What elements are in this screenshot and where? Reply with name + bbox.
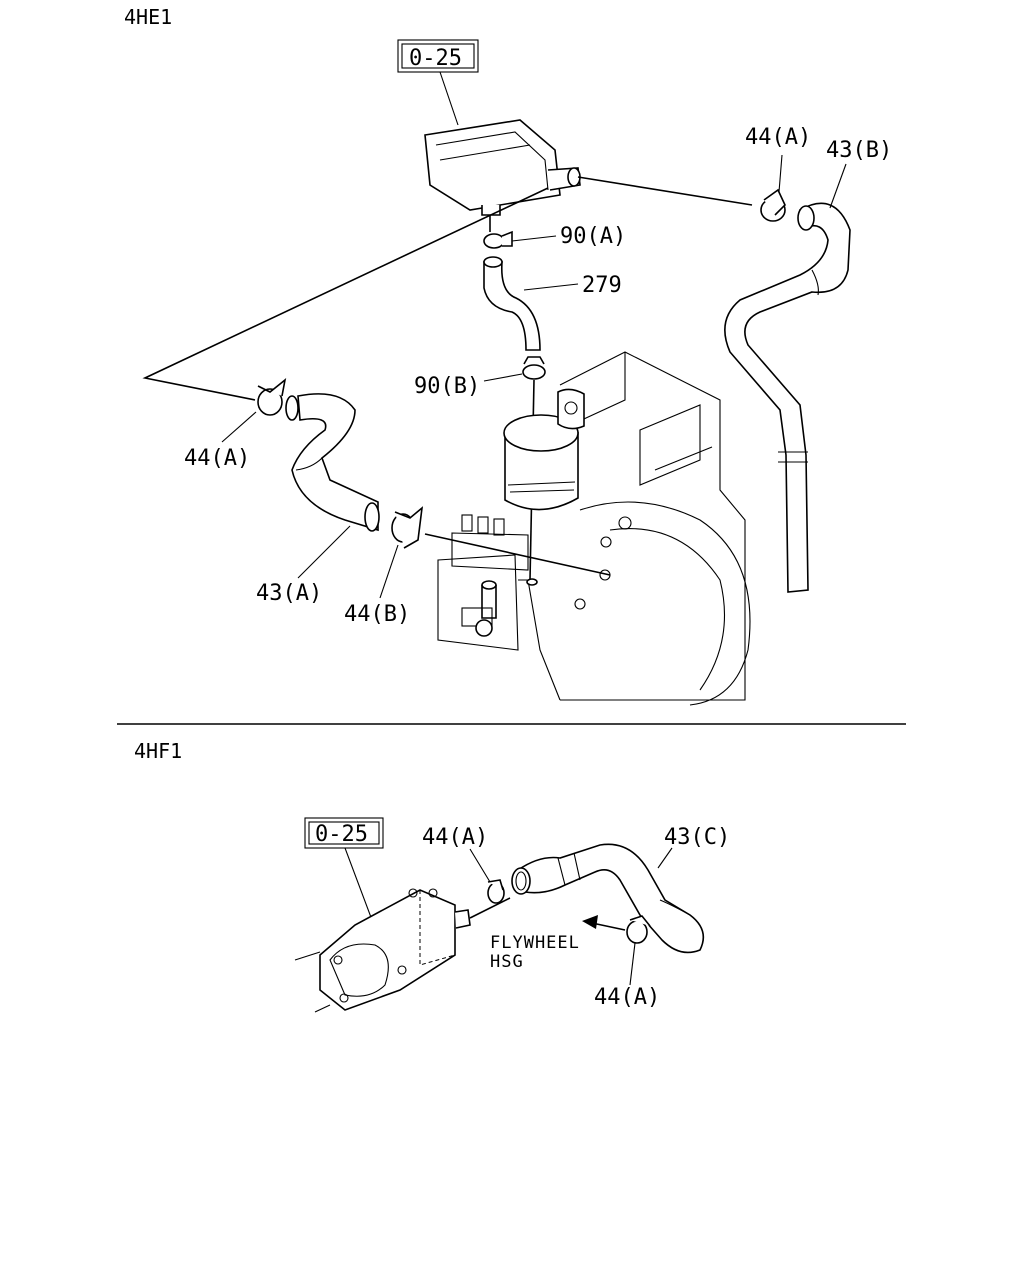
ref-box-0-25: 0-25	[397, 39, 479, 73]
flywheel-note-line1: FLYWHEEL	[490, 933, 580, 953]
clip-top-right-label: 44(A)	[745, 125, 811, 150]
clip-44a-b-top	[487, 879, 505, 904]
leader-clip-44b	[379, 544, 399, 599]
leader-clip-top-right	[778, 154, 783, 193]
pipe-label: 279	[582, 273, 622, 298]
clip-44b-label: 44(B)	[344, 602, 410, 627]
flywheel-note-line2: HSG	[490, 952, 524, 972]
clip-b-top-label: 44(A)	[422, 825, 488, 850]
route-line-bottom	[424, 533, 611, 576]
route-line-left	[142, 187, 549, 401]
clamp-90a-label: 90(A)	[560, 224, 626, 249]
leader-clip-left	[221, 411, 257, 443]
section-4hf1: 4HF1 0-25 44(A)	[134, 739, 730, 1013]
ref-box-b-label: 0-25	[315, 822, 368, 847]
leader-clamp-90a	[511, 235, 557, 242]
pipe-279	[483, 256, 541, 351]
leader-hose-43c	[657, 847, 673, 869]
leader-ref-box-b	[344, 847, 373, 921]
hose-43c-label: 43(C)	[664, 825, 730, 850]
hose-43a	[285, 393, 380, 532]
leader-hose-43a	[297, 525, 351, 579]
leader-ref-box	[439, 71, 459, 126]
leader-pipe	[523, 283, 579, 291]
clamp-90a	[483, 230, 513, 249]
clip-44b	[391, 506, 424, 549]
section-title-4hf1: 4HF1	[134, 739, 182, 763]
hose-43c	[511, 843, 705, 954]
leader-clip-b-bottom	[629, 942, 636, 986]
direction-arrow	[582, 915, 626, 931]
leader-clip-b-top	[469, 848, 491, 883]
clamp-90b	[522, 356, 546, 380]
leader-clamp-90b	[483, 373, 523, 382]
clip-44a-left	[257, 378, 287, 416]
leader-hose-43b	[829, 163, 847, 209]
clip-44a-top-right	[760, 188, 786, 222]
ref-box-0-25-b: 0-25	[304, 817, 384, 849]
engine-block	[437, 351, 751, 706]
hose-43a-label: 43(A)	[256, 581, 322, 606]
section-4he1: 4HE1 0-25 90(A)	[124, 5, 892, 706]
section-title-4he1: 4HE1	[124, 5, 172, 29]
hose-43b	[724, 202, 851, 593]
valve-housing	[424, 119, 581, 216]
ref-box-label: 0-25	[409, 46, 462, 71]
clip-left-label: 44(A)	[184, 446, 250, 471]
hose-43b-label: 43(B)	[826, 138, 892, 163]
clip-b-bottom-label: 44(A)	[594, 985, 660, 1010]
clip-44a-b-bottom	[626, 915, 651, 944]
clamp-90b-label: 90(B)	[414, 374, 480, 399]
route-line-right	[577, 176, 753, 206]
valve-housing-b	[294, 888, 471, 1013]
